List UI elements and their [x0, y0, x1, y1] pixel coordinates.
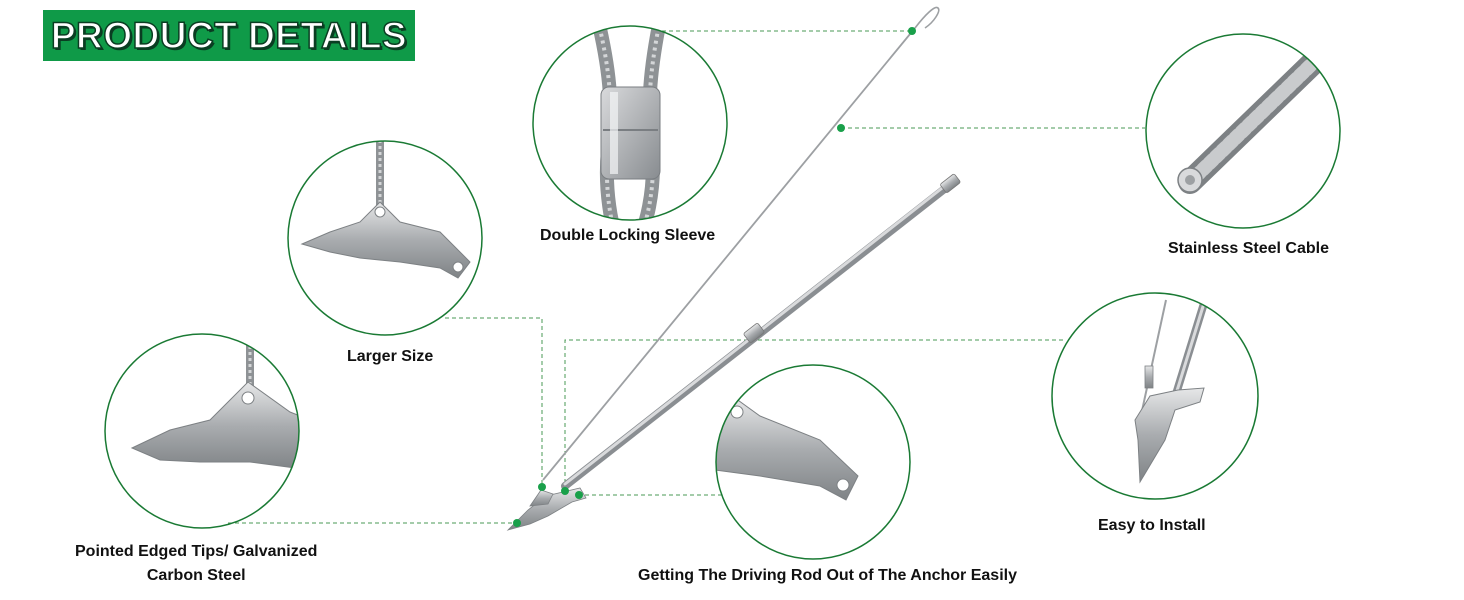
dot-anchor-tip — [513, 519, 521, 527]
circle-larger-zoom — [287, 140, 483, 336]
circle-cable-zoom — [1145, 33, 1341, 229]
circle-install-zoom — [1051, 292, 1259, 500]
dot-anchor-top — [538, 483, 546, 491]
anchor-small — [506, 487, 587, 531]
dot-anchor-back — [575, 491, 583, 499]
label-larger-size: Larger Size — [347, 348, 434, 365]
label-double-locking-sleeve: Double Locking Sleeve — [540, 227, 716, 244]
label-pointed-tips: Pointed Edged Tips/ Galvanized Carbon St… — [75, 540, 317, 588]
label-driving-rod: Getting The Driving Rod Out of The Ancho… — [638, 567, 1017, 584]
cable-line — [542, 6, 940, 481]
label-easy-to-install: Easy to Install — [1098, 517, 1206, 534]
label-pointed-tips-line2: Carbon Steel — [146, 567, 246, 584]
leader-install — [564, 339, 1065, 497]
product-details-banner: PRODUCT DETAILS — [43, 10, 415, 61]
label-stainless-steel-cable: Stainless Steel Cable — [1168, 240, 1329, 257]
page-title: PRODUCT DETAILS — [50, 14, 408, 57]
dot-anchor-rod — [561, 487, 569, 495]
circle-sleeve-zoom — [532, 25, 728, 221]
leader-lines — [228, 30, 1145, 524]
label-pointed-tips-line1: Pointed Edged Tips/ Galvanized — [75, 543, 318, 560]
dot-cable — [837, 124, 845, 132]
dot-eyelet — [908, 27, 916, 35]
leader-larger — [445, 317, 543, 487]
driving-rod — [561, 173, 961, 490]
circle-rod-zoom — [715, 364, 911, 560]
circle-tips-zoom — [104, 333, 300, 529]
attachment-dots — [513, 27, 916, 527]
